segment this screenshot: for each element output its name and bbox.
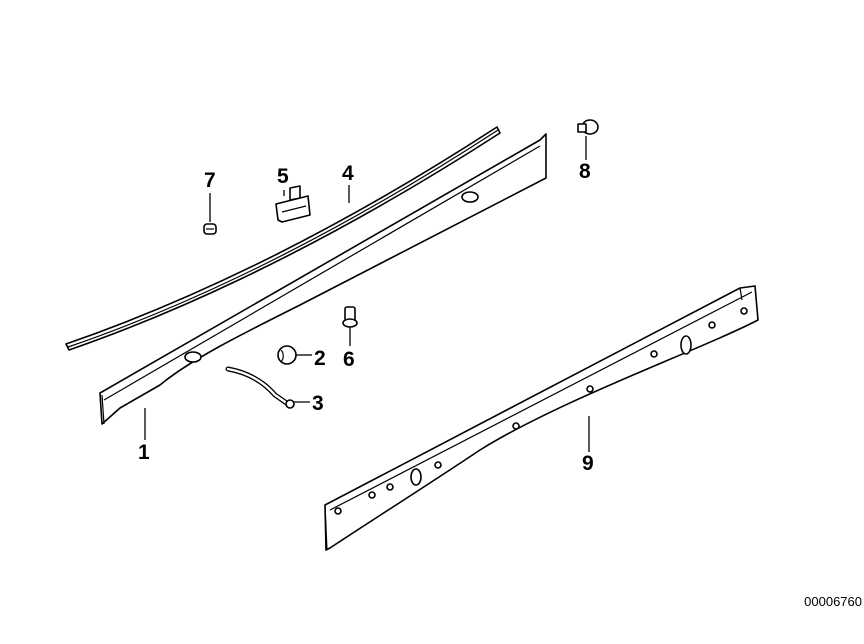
callout-6: 6 [343, 348, 355, 371]
part-grommet-2 [277, 345, 297, 365]
callout-4: 4 [342, 162, 354, 185]
callout-8: 8 [579, 160, 591, 183]
callout-7: 7 [204, 169, 216, 192]
part-rivet-8 [577, 119, 599, 135]
callout-3: 3 [312, 392, 324, 415]
part-hose-3 [225, 366, 295, 409]
part-upper-trim-panel [99, 133, 547, 425]
leader-lines [144, 136, 590, 452]
callout-5: 5 [277, 165, 289, 188]
callout-9: 9 [582, 452, 594, 475]
callout-1: 1 [138, 441, 150, 464]
part-screw-7 [203, 223, 217, 235]
part-clip-6 [342, 306, 358, 328]
part-rocker-panel [324, 285, 759, 551]
part-clip-bracket [275, 185, 311, 223]
part-seal-strip [65, 126, 501, 351]
catalog-number: 00006760 [804, 594, 862, 609]
callout-2: 2 [314, 347, 326, 370]
